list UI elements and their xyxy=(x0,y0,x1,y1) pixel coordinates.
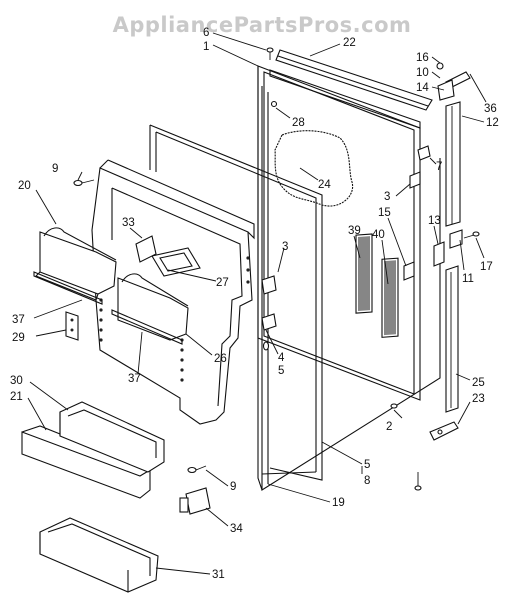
callout-31: 31 xyxy=(212,569,225,581)
callout-16: 16 xyxy=(416,52,429,64)
clip-3b xyxy=(261,275,277,295)
callout-17: 17 xyxy=(480,261,493,273)
vertical-trim-12 xyxy=(445,101,461,227)
callout-3-mid: 3 xyxy=(282,241,288,253)
plug-28 xyxy=(270,100,278,108)
handle-mount xyxy=(433,229,480,267)
screw-2 xyxy=(390,403,398,409)
callout-9-top: 9 xyxy=(52,163,58,175)
watermark-text: AppliancePartsPros.com xyxy=(113,13,412,37)
screw-9a xyxy=(73,179,95,187)
callout-29: 29 xyxy=(12,332,25,344)
callout-37-mid: 37 xyxy=(128,373,141,385)
screw-6 xyxy=(266,47,274,60)
shelf-rod-37a xyxy=(33,271,103,305)
stop-4 xyxy=(261,313,277,351)
callout-6: 6 xyxy=(203,27,209,39)
callout-13: 13 xyxy=(428,215,441,227)
callout-14: 14 xyxy=(416,82,429,94)
callout-28: 28 xyxy=(292,117,305,129)
screw-9b xyxy=(187,465,207,474)
callout-1: 1 xyxy=(203,41,209,53)
callout-40: 40 xyxy=(372,229,385,241)
callout-21: 21 xyxy=(10,391,23,403)
callout-20: 20 xyxy=(18,180,31,192)
callout-30: 30 xyxy=(10,375,23,387)
callout-11: 11 xyxy=(462,273,474,285)
bottom-hinge-23 xyxy=(429,421,459,441)
callout-15: 15 xyxy=(378,207,391,219)
callout-10: 10 xyxy=(416,67,429,79)
callout-5-low: 5 xyxy=(364,459,370,471)
callout-7: 7 xyxy=(436,161,442,173)
leader-lines xyxy=(27,32,487,575)
callout-3-top: 3 xyxy=(384,191,390,203)
insulation-strip-39 xyxy=(355,233,373,314)
door-bin-21 xyxy=(21,401,165,499)
inner-door-liner xyxy=(91,159,255,425)
screw-5b xyxy=(414,472,422,491)
callout-27: 27 xyxy=(216,277,229,289)
outer-door-panel xyxy=(257,65,441,491)
upper-hinge xyxy=(436,62,471,101)
callout-24: 24 xyxy=(318,179,331,191)
clip-34 xyxy=(179,487,211,515)
callout-33: 33 xyxy=(122,217,135,229)
insulation-strip-40 xyxy=(381,257,399,338)
callout-8: 8 xyxy=(364,475,370,487)
callout-36: 36 xyxy=(484,103,497,115)
callout-2: 2 xyxy=(386,421,392,433)
top-trim-strip xyxy=(269,49,433,129)
callout-25: 25 xyxy=(472,377,485,389)
callout-26: 26 xyxy=(214,353,227,365)
callout-39: 39 xyxy=(348,225,361,237)
callout-5-mid: 5 xyxy=(278,365,284,377)
callout-19: 19 xyxy=(332,497,345,509)
callout-22: 22 xyxy=(343,37,356,49)
door-stop-15 xyxy=(403,261,415,281)
bracket-29 xyxy=(65,311,79,341)
door-stop-3 xyxy=(409,171,421,189)
insulation-cutout xyxy=(274,130,354,207)
dairy-compartment xyxy=(135,235,201,277)
callout-37-top: 37 xyxy=(12,314,25,326)
vertical-trim-25 xyxy=(445,265,459,413)
callout-34: 34 xyxy=(230,523,243,535)
hinge-pin-7 xyxy=(417,145,431,161)
shelf-rod-37b xyxy=(111,309,183,345)
callout-9-low: 9 xyxy=(230,481,236,493)
door-bin-31 xyxy=(39,517,159,593)
callout-12: 12 xyxy=(486,117,499,129)
callout-labels: 6 1 22 16 10 14 36 12 28 7 24 3 15 9 20 … xyxy=(10,27,499,581)
door-gasket-frame xyxy=(149,124,323,481)
callout-23: 23 xyxy=(472,393,485,405)
door-bin-cover-26 xyxy=(117,273,189,341)
callout-4: 4 xyxy=(278,352,285,364)
